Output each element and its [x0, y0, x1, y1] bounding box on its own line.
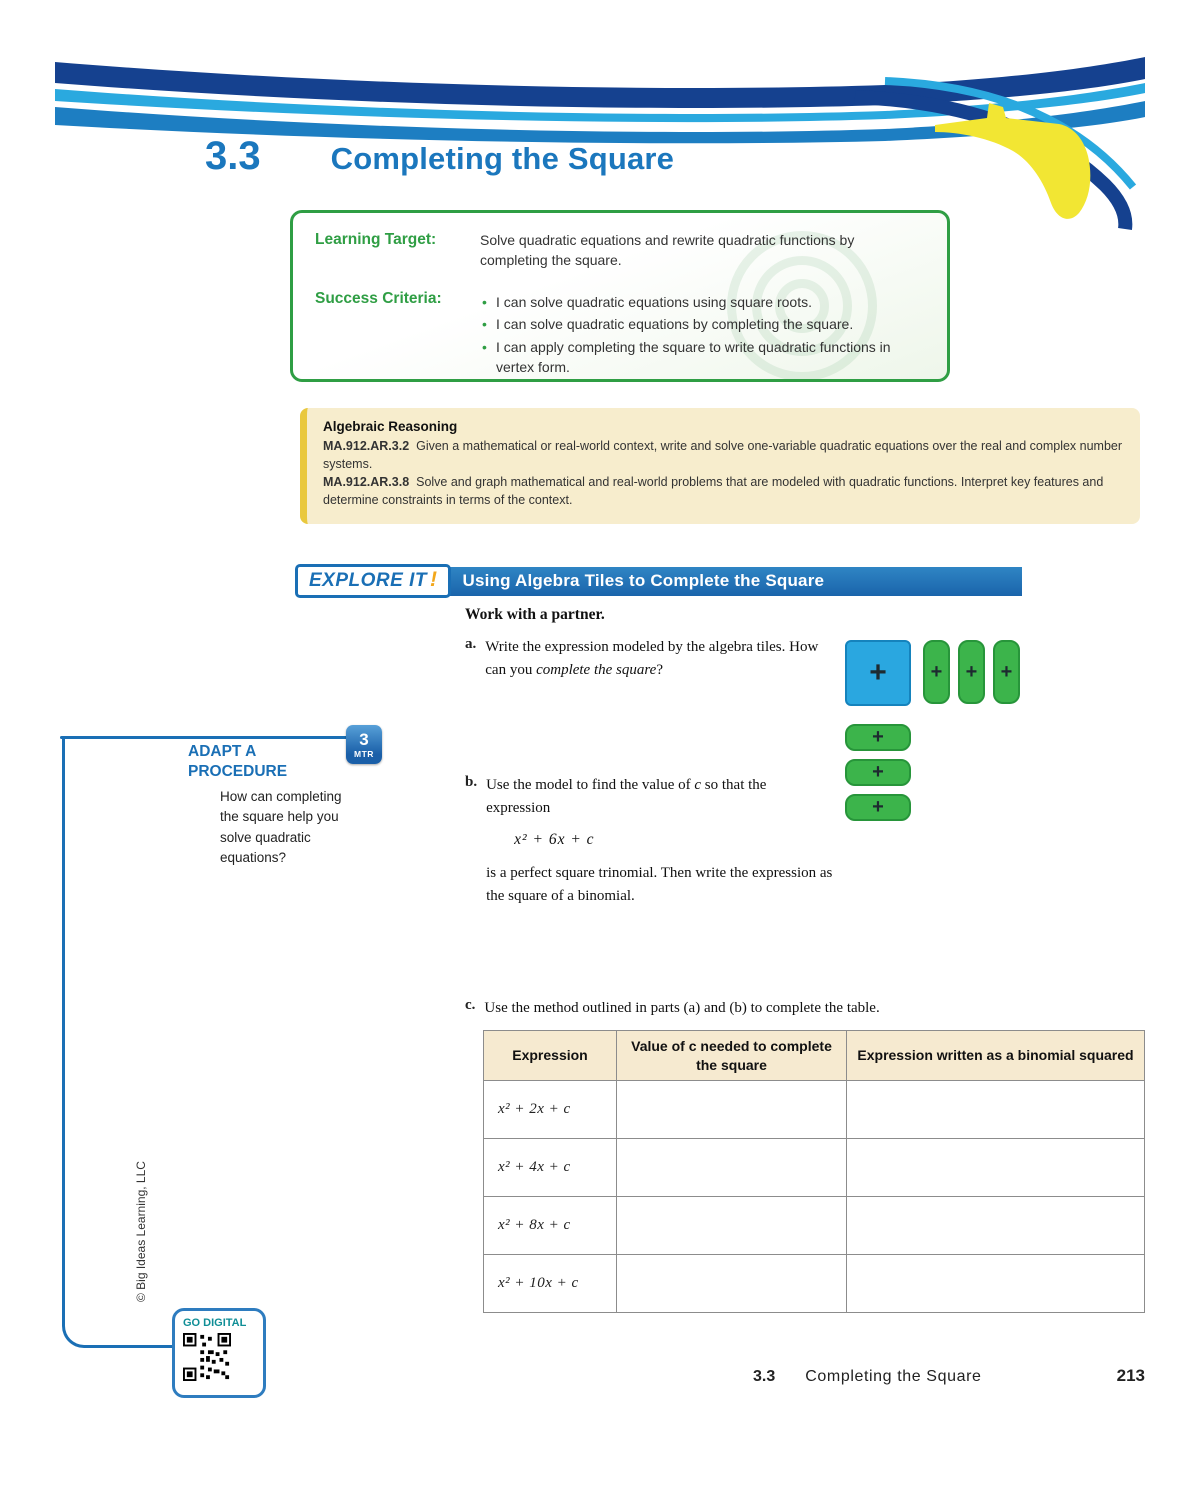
go-digital-box: GO DIGITAL	[172, 1308, 266, 1398]
success-criterion: I can solve quadratic equations by compl…	[480, 314, 925, 335]
standard-text: Solve and graph mathematical and real-wo…	[323, 475, 1104, 508]
x-squared-tile: +	[845, 640, 911, 706]
adapt-a-procedure-heading: ADAPT A PROCEDURE	[188, 742, 287, 782]
x-tile-horizontal: +	[845, 759, 911, 786]
page-title: Completing the Square	[330, 141, 675, 176]
standard-item: MA.912.AR.3.8 Solve and graph mathematic…	[323, 473, 1124, 509]
x-tile-horizontal: +	[845, 724, 911, 751]
plus-sign: +	[872, 761, 884, 783]
plus-sign: +	[1000, 660, 1013, 683]
margin-rule-line	[60, 736, 350, 739]
success-criteria-label: Success Criteria:	[315, 290, 442, 308]
expression-cell: x² + 10x + c	[483, 1254, 617, 1313]
part-b-text: Use the model to find the value of c so …	[486, 774, 833, 907]
mtr-3-badge: 3 MTR	[346, 725, 382, 764]
standard-text: Given a mathematical or real-world conte…	[323, 439, 1123, 472]
part-b-text-2: so that the expression	[486, 777, 767, 816]
standard-code: MA.912.AR.3.8	[323, 475, 410, 490]
binomial-squared-blank-cell	[846, 1080, 1145, 1139]
go-digital-label: GO DIGITAL	[183, 1317, 247, 1329]
learning-target-label: Learning Target:	[315, 231, 437, 248]
qr-code-icon	[183, 1333, 231, 1381]
completing-square-table: Expression Value of c needed to complete…	[483, 1030, 1145, 1313]
footer-page-number: 213	[1116, 1366, 1145, 1385]
standards-box: Algebraic Reasoning MA.912.AR.3.2 Given …	[300, 408, 1140, 524]
value-of-c-blank-cell	[616, 1196, 847, 1255]
explore-title-bar: Using Algebra Tiles to Complete the Squa…	[446, 566, 1022, 596]
part-b-text-3: is a perfect square trinomial. Then writ…	[486, 865, 833, 904]
table-header-expression: Expression	[483, 1030, 617, 1081]
table-row: x² + 10x + c	[483, 1254, 1145, 1313]
footer-section-title: Completing the Square	[805, 1368, 982, 1385]
footer-section-number: 3.3	[753, 1368, 776, 1385]
standard-item: MA.912.AR.3.2 Given a mathematical or re…	[323, 437, 1124, 473]
explore-header: EXPLORE IT! Using Algebra Tiles to Compl…	[295, 564, 1022, 598]
binomial-squared-blank-cell	[846, 1196, 1145, 1255]
section-number: 3.3	[205, 134, 261, 178]
x-tile-horizontal: +	[845, 794, 911, 821]
learning-target-box: Learning Target: Solve quadratic equatio…	[290, 210, 950, 382]
binomial-squared-blank-cell	[846, 1254, 1145, 1313]
x-tile-vertical: +	[923, 640, 950, 704]
part-b: b. Use the model to find the value of c …	[465, 774, 833, 907]
part-b-text-1: Use the model to find the value of	[486, 777, 695, 793]
page-footer: 3.3 Completing the Square 213	[753, 1366, 1145, 1386]
part-a-text: Write the expression modeled by the alge…	[485, 636, 833, 681]
part-a-text-2: ?	[656, 661, 663, 678]
copyright-text: © Big Ideas Learning, LLC	[134, 1161, 148, 1302]
adapt-heading-line2: PROCEDURE	[188, 763, 288, 781]
explore-it-badge: EXPLORE IT!	[295, 564, 452, 598]
part-c: c. Use the method outlined in parts (a) …	[465, 997, 1155, 1020]
part-c-text: Use the method outlined in parts (a) and…	[484, 1000, 880, 1016]
adapt-question-text: How can completing the square help you s…	[220, 789, 342, 865]
binomial-squared-blank-cell	[846, 1138, 1145, 1197]
value-of-c-blank-cell	[616, 1138, 847, 1197]
algebra-tiles-model: + + + + + + +	[845, 640, 1035, 830]
part-b-label: b.	[465, 774, 478, 790]
standards-title: Algebraic Reasoning	[323, 419, 458, 434]
explore-badge-text: EXPLORE IT	[309, 570, 427, 591]
plus-sign: +	[965, 660, 978, 683]
table-row: x² + 2x + c	[483, 1080, 1145, 1139]
success-criterion: I can solve quadratic equations using sq…	[480, 292, 925, 313]
x-tile-vertical: +	[958, 640, 985, 704]
standard-code: MA.912.AR.3.2	[323, 439, 410, 453]
part-a-text-1: Write the expression modeled by the alge…	[485, 639, 819, 678]
plus-sign: +	[872, 726, 884, 748]
expression-cell: x² + 2x + c	[483, 1080, 617, 1139]
plus-sign: +	[930, 660, 943, 683]
work-with-partner-text: Work with a partner.	[465, 606, 605, 623]
part-c-label: c.	[465, 997, 476, 1013]
success-criteria-list: I can solve quadratic equations using sq…	[480, 290, 925, 379]
success-criterion: I can apply completing the square to wri…	[480, 337, 925, 378]
expression-cell: x² + 8x + c	[483, 1196, 617, 1255]
adapt-heading-line1: ADAPT A	[188, 743, 257, 760]
x-tile-vertical: +	[993, 640, 1020, 704]
section-heading: 3.3 Completing the Square	[205, 134, 674, 179]
part-a-label: a.	[465, 636, 477, 652]
mtr-number: 3	[359, 729, 369, 749]
mtr-label: MTR	[354, 748, 374, 759]
margin-connector-line	[62, 736, 174, 1348]
explore-title: Using Algebra Tiles to Complete the Squa…	[462, 571, 825, 590]
part-a-italic-text: complete the square	[536, 661, 657, 678]
part-b-italic-c: c	[694, 777, 702, 793]
part-a: a. Write the expression modeled by the a…	[465, 636, 833, 681]
plus-sign: +	[872, 796, 884, 818]
plus-sign: +	[869, 656, 887, 689]
value-of-c-blank-cell	[616, 1080, 847, 1139]
table-header-binomial-squared: Expression written as a binomial squared	[846, 1030, 1145, 1081]
florida-icon	[935, 103, 1091, 219]
quadratic-expression: x² + 6x + c	[514, 831, 595, 848]
value-of-c-blank-cell	[616, 1254, 847, 1313]
table-row: x² + 4x + c	[483, 1138, 1145, 1197]
expression-cell: x² + 4x + c	[483, 1138, 617, 1197]
learning-target-text: Solve quadratic equations and rewrite qu…	[480, 232, 855, 268]
explore-badge-exclamation: !	[429, 568, 438, 591]
table-row: x² + 8x + c	[483, 1196, 1145, 1255]
banner-swoosh-decoration	[55, 57, 1145, 230]
table-header-row: Expression Value of c needed to complete…	[483, 1030, 1145, 1081]
table-header-value-of-c: Value of c needed to complete the square	[616, 1030, 847, 1081]
